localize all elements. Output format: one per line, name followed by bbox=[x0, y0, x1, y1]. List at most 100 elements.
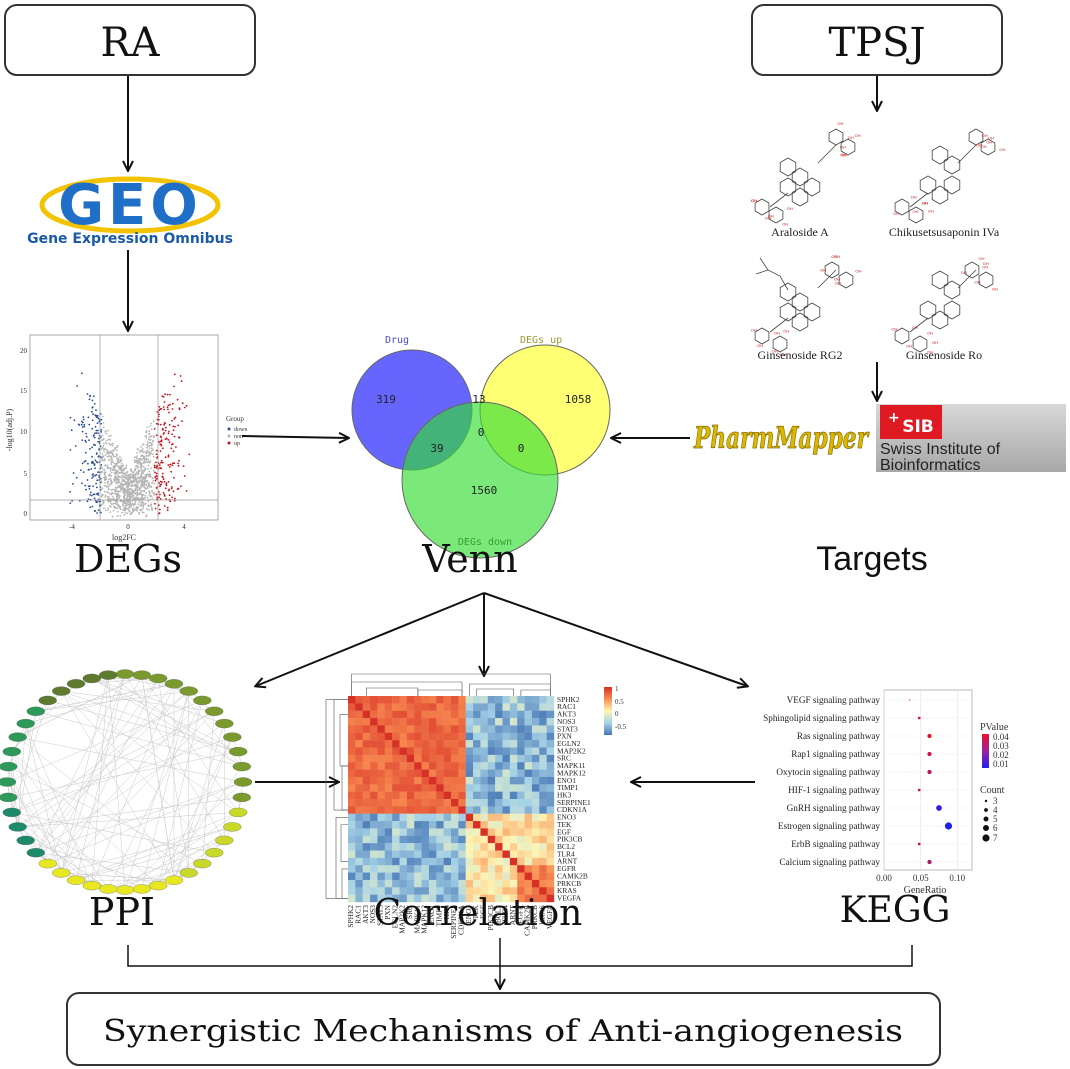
correlation-heatmap: SPHK2RAC1AKT3NOS3STAT3PXNEGLN2MAP2K2SRCM… bbox=[325, 673, 627, 939]
volcano-point bbox=[126, 471, 128, 474]
correlation-cell bbox=[399, 740, 408, 748]
volcano-point bbox=[94, 467, 96, 470]
correlation-cell bbox=[355, 732, 363, 741]
correlation-cell bbox=[487, 894, 496, 903]
correlation-cell bbox=[509, 762, 518, 770]
correlation-cell bbox=[436, 835, 444, 844]
volcano-point bbox=[117, 504, 120, 506]
correlation-cell bbox=[495, 813, 503, 822]
correlation-cell bbox=[384, 806, 393, 814]
correlation-cell bbox=[473, 776, 481, 785]
volcano-point bbox=[181, 402, 184, 405]
molecule-name: Ginsenoside RG2 bbox=[758, 348, 843, 362]
ppi-node bbox=[179, 868, 198, 878]
volcano-point bbox=[156, 457, 158, 459]
volcano-point bbox=[108, 442, 110, 445]
correlation-cell bbox=[377, 718, 385, 726]
volcano-point bbox=[121, 483, 123, 486]
volcano-point bbox=[145, 431, 148, 434]
volcano-point bbox=[118, 472, 121, 475]
correlation-cell bbox=[377, 887, 385, 895]
kegg-count-tick: 5 bbox=[993, 814, 998, 824]
volcano-point bbox=[148, 508, 150, 511]
volcano-y-tick: 5 bbox=[24, 470, 28, 478]
volcano-point bbox=[91, 406, 94, 409]
volcano-point bbox=[138, 469, 141, 471]
molecule-atom: OH bbox=[982, 133, 988, 138]
volcano-point bbox=[137, 476, 140, 479]
volcano-point bbox=[152, 439, 155, 442]
volcano-point bbox=[114, 447, 117, 449]
volcano-point bbox=[82, 471, 85, 473]
volcano-point bbox=[98, 479, 101, 481]
geo-logo-text: GEO bbox=[58, 173, 202, 238]
correlation-cell bbox=[531, 843, 540, 851]
volcano-point bbox=[173, 385, 175, 388]
correlation-cell bbox=[355, 850, 363, 859]
volcano-point bbox=[141, 496, 143, 499]
volcano-point bbox=[119, 500, 122, 503]
volcano-point bbox=[168, 494, 171, 497]
correlation-cell bbox=[524, 894, 533, 903]
ppi-edge bbox=[17, 797, 242, 828]
correlation-cell bbox=[465, 799, 474, 807]
volcano-point bbox=[110, 471, 113, 474]
correlation-cell bbox=[465, 857, 474, 866]
kegg-pvalue-tick: 0.04 bbox=[993, 732, 1009, 742]
kegg-count-tick: 4 bbox=[993, 805, 998, 815]
correlation-cell bbox=[546, 850, 555, 859]
correlation-col-label: EGLN2 bbox=[390, 905, 399, 929]
volcano-point bbox=[150, 503, 153, 506]
volcano-point bbox=[153, 464, 156, 467]
correlation-cell bbox=[370, 865, 378, 873]
volcano-point bbox=[94, 474, 97, 477]
correlation-cell bbox=[458, 850, 466, 859]
volcano-point bbox=[81, 430, 84, 433]
molecule-ring bbox=[791, 312, 809, 332]
volcano-point bbox=[151, 443, 153, 445]
correlation-cell bbox=[436, 879, 444, 888]
correlation-cell bbox=[465, 835, 474, 844]
correlation-cell bbox=[443, 821, 452, 829]
correlation-cell bbox=[406, 703, 415, 711]
correlation-row-label: EGFR bbox=[557, 864, 576, 873]
volcano-point bbox=[183, 406, 186, 409]
correlation-cell bbox=[509, 754, 518, 763]
correlation-cell bbox=[495, 843, 503, 851]
volcano-point bbox=[152, 455, 155, 458]
volcano-point bbox=[94, 414, 97, 417]
molecule-atom: OH bbox=[834, 277, 840, 282]
volcano-point bbox=[117, 458, 120, 461]
correlation-cell bbox=[465, 747, 474, 756]
ppi-node bbox=[223, 822, 242, 832]
correlation-cell bbox=[370, 725, 378, 733]
volcano-point bbox=[95, 416, 98, 419]
ppi-edge bbox=[25, 840, 159, 886]
molecule-ring bbox=[931, 270, 949, 290]
correlation-cell bbox=[458, 799, 466, 807]
correlation-cell bbox=[487, 806, 496, 814]
correlation-cell bbox=[517, 725, 525, 733]
volcano-point bbox=[92, 435, 95, 437]
correlation-col-label: STAT3 bbox=[376, 905, 385, 926]
volcano-point bbox=[166, 509, 169, 512]
correlation-cell bbox=[399, 835, 408, 844]
volcano-point bbox=[122, 469, 125, 471]
molecule-ring bbox=[791, 187, 809, 207]
volcano-point bbox=[119, 515, 122, 517]
correlation-cell bbox=[524, 703, 533, 711]
volcano-point bbox=[93, 443, 95, 446]
volcano-point bbox=[92, 413, 94, 416]
correlation-cell bbox=[406, 696, 415, 704]
ppi-edge bbox=[124, 691, 190, 891]
volcano-point bbox=[95, 482, 97, 485]
correlation-cell bbox=[546, 791, 555, 800]
correlation-legend: 1 0.5 0 -0.5 bbox=[604, 685, 627, 735]
correlation-col-label: TLR4 bbox=[501, 905, 510, 923]
correlation-cell bbox=[377, 784, 385, 792]
correlation-cell bbox=[524, 710, 533, 719]
correlation-cell bbox=[465, 718, 474, 726]
volcano-point bbox=[166, 406, 169, 409]
volcano-point bbox=[91, 427, 94, 430]
